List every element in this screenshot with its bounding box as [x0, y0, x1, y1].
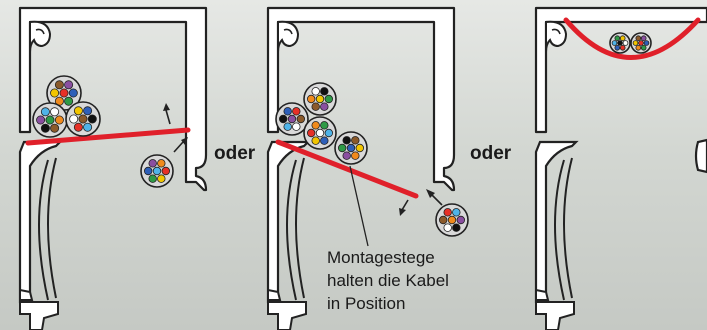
- cable-bundle-icon: [609, 32, 631, 54]
- snap-hook: [545, 20, 568, 53]
- snap-hook-inner: [551, 28, 561, 35]
- bottom-notch: [535, 288, 550, 301]
- duct-profile-2: [266, 6, 456, 330]
- lower-wall: [534, 140, 579, 304]
- cable-bundle-icon: [32, 102, 68, 138]
- bottom-lip: [267, 301, 307, 330]
- duct-profile-3: [534, 6, 707, 330]
- duct-body: [18, 6, 208, 192]
- cable-bundle-icon: [435, 203, 469, 237]
- cable-bundle-icon: [275, 102, 309, 136]
- cable-bundle-icon: [334, 131, 368, 165]
- caption: Montagestege halten die Kabel in Positio…: [327, 246, 449, 315]
- cable-bundle-icon: [140, 154, 174, 188]
- lower-wall: [18, 140, 63, 304]
- caption-line-2: halten die Kabel: [327, 271, 449, 290]
- cable-bundle-icon: [630, 32, 652, 54]
- oder-label-left: oder: [214, 143, 256, 164]
- clip-bar: [25, 127, 191, 146]
- clip-bar: [275, 139, 419, 199]
- cable-bundle-icon: [303, 82, 337, 116]
- lower-wall: [266, 140, 311, 304]
- duct-profile-1: [18, 6, 208, 330]
- cable-bundle-icon: [303, 116, 337, 150]
- cable-bundles: [32, 32, 652, 237]
- caption-line-1: Montagestege: [327, 248, 435, 267]
- arrow-icon: [163, 103, 171, 125]
- right-wall-partial: [694, 138, 707, 174]
- inner-arc: [554, 157, 573, 301]
- leader-line: [349, 165, 369, 247]
- caption-line-3: in Position: [327, 294, 406, 313]
- duct-body: [266, 6, 456, 192]
- bottom-notch: [19, 288, 34, 301]
- bottom-lip: [19, 301, 59, 330]
- bottom-lip: [535, 301, 575, 330]
- cable-bundle-icon: [46, 75, 82, 111]
- clip-sling: [563, 17, 701, 60]
- cable-bundle-icon: [65, 101, 101, 137]
- bottom-notch: [267, 288, 282, 301]
- snap-hook-inner: [35, 28, 45, 35]
- arrow-icon: [426, 189, 443, 206]
- snap-hook: [277, 20, 300, 53]
- arrow-icon: [173, 137, 188, 153]
- inner-arc: [286, 157, 305, 301]
- inner-arc: [38, 157, 57, 301]
- arrow-icon: [399, 199, 409, 216]
- snap-hook: [29, 20, 52, 53]
- snap-hook-inner: [283, 28, 293, 35]
- oder-label-right: oder: [470, 143, 512, 164]
